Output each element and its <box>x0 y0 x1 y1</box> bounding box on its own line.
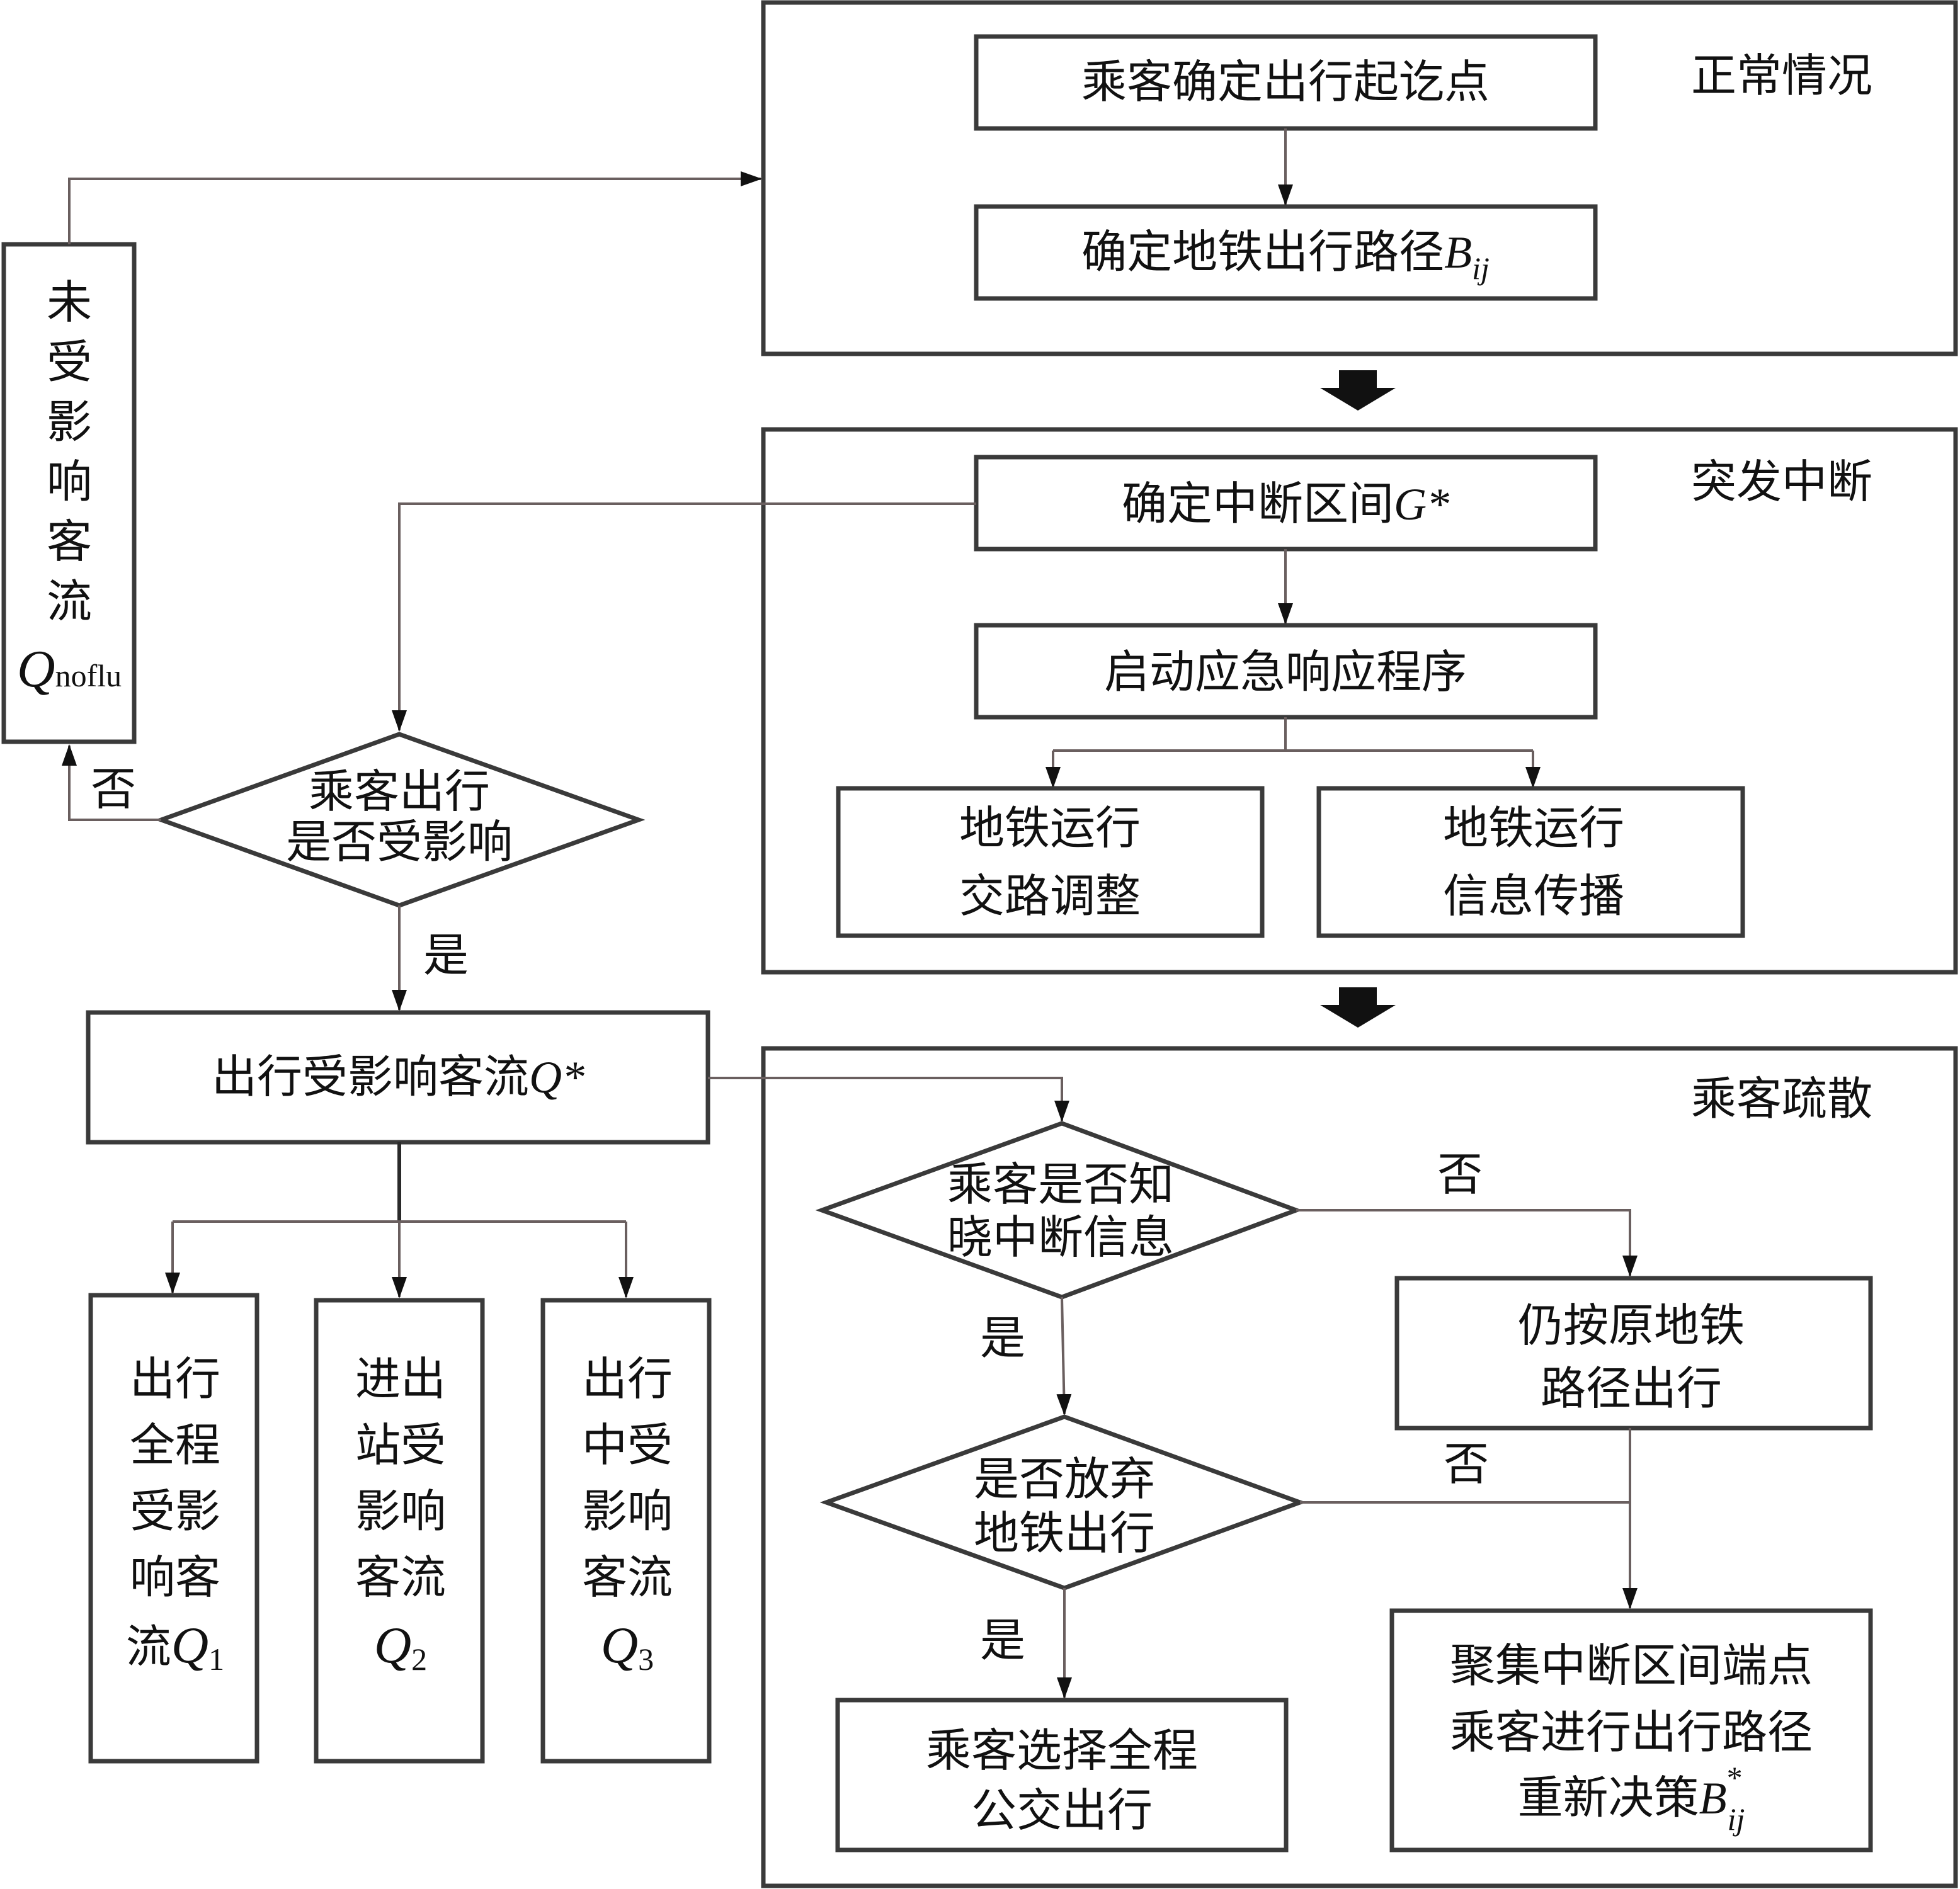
connector-emergency-split <box>1053 717 1533 752</box>
svg-text:Q3: Q3 <box>601 1616 654 1677</box>
svg-text:影响: 影响 <box>355 1485 446 1538</box>
arrow-know-no-to-keep <box>1296 1209 1638 1277</box>
arrow-know-yes-to-abandon <box>1056 1296 1072 1415</box>
node-emergency-text: 启动应急响应程序 <box>1104 645 1467 698</box>
node-q1 <box>88 1293 259 1764</box>
label-no-3: 否 <box>1444 1438 1489 1490</box>
node-q1-text: 出行 全程 受影 响客 流Q1 <box>126 1353 224 1677</box>
svg-text:受: 受 <box>47 336 92 389</box>
svg-text:流: 流 <box>47 575 92 628</box>
node-q3 <box>540 1298 712 1764</box>
decision-affected-line2: 是否受影响 <box>286 815 513 868</box>
svg-text:Q2: Q2 <box>374 1616 427 1677</box>
node-adjust <box>836 786 1265 938</box>
svg-text:响: 响 <box>47 455 92 508</box>
node-keep-line2: 路径出行 <box>1541 1362 1722 1415</box>
section-interruption-frame <box>761 427 1958 975</box>
node-redecide-line1: 聚集中断区间端点 <box>1450 1639 1813 1692</box>
svg-text:流Q1: 流Q1 <box>126 1616 224 1677</box>
decision-know-line2: 晓中断信息 <box>947 1211 1174 1264</box>
section-interruption-label: 突发中断 <box>1691 455 1872 508</box>
svg-text:站受: 站受 <box>355 1419 446 1472</box>
node-redecide-line2: 乘客进行出行路径 <box>1450 1706 1813 1759</box>
svg-text:Qnoflu: Qnoflu <box>17 640 122 698</box>
decision-know-line1: 乘客是否知 <box>947 1158 1174 1211</box>
section-evacuation-frame <box>761 1046 1958 1888</box>
node-redecide-line3: 重新决策B*ij <box>1518 1760 1745 1837</box>
node-affected-flow-text: 出行受影响客流Q* <box>212 1050 584 1103</box>
arrow-no-to-unaffected <box>62 744 161 821</box>
node-bus <box>835 1698 1289 1852</box>
svg-text:全程: 全程 <box>130 1419 220 1472</box>
arrow-unaffected-to-normal <box>68 171 762 244</box>
svg-text:未: 未 <box>47 276 92 329</box>
node-keep-route <box>1394 1276 1873 1431</box>
section-evacuation-label: 乘客疏散 <box>1691 1072 1872 1125</box>
label-no-2: 否 <box>1437 1148 1483 1201</box>
decision-abandon-line1: 是否放弃 <box>974 1453 1155 1506</box>
node-adjust-line1: 地铁运行 <box>959 802 1141 854</box>
node-affected-flow <box>86 1010 710 1145</box>
node-q2-text: 进出 站受 影响 客流 Q2 <box>355 1353 446 1677</box>
svg-text:出行: 出行 <box>582 1353 673 1405</box>
node-od-text: 乘客确定出行起讫点 <box>1081 55 1490 108</box>
node-route <box>974 204 1598 301</box>
node-q2 <box>314 1298 485 1764</box>
stage-arrow-2-icon <box>1320 987 1396 1028</box>
svg-text:响客: 响客 <box>130 1551 220 1604</box>
svg-text:客流: 客流 <box>355 1551 446 1604</box>
node-interval <box>974 455 1598 552</box>
decision-abandon-line2: 地铁出行 <box>974 1507 1155 1560</box>
node-q3-text: 出行 中受 影响 客流 Q3 <box>582 1353 673 1677</box>
svg-text:中受: 中受 <box>582 1419 673 1472</box>
node-redecide <box>1389 1608 1873 1852</box>
node-keep-line1: 仍按原地铁 <box>1518 1299 1745 1352</box>
stage-arrow-1-icon <box>1320 370 1396 411</box>
section-normal-frame <box>761 0 1958 356</box>
node-bus-line1: 乘客选择全程 <box>926 1724 1198 1777</box>
svg-text:出行: 出行 <box>130 1353 220 1405</box>
svg-text:受影: 受影 <box>130 1485 220 1538</box>
node-info <box>1316 786 1745 938</box>
svg-text:影响: 影响 <box>582 1485 673 1538</box>
arrow-interval-to-decision <box>392 502 976 732</box>
label-no-1: 否 <box>91 763 136 815</box>
svg-text:客: 客 <box>47 515 92 568</box>
svg-text:影: 影 <box>47 395 92 448</box>
svg-text:进出: 进出 <box>355 1353 446 1405</box>
svg-text:客流: 客流 <box>582 1551 673 1604</box>
label-yes-1: 是 <box>423 929 469 982</box>
decision-affected-line1: 乘客出行 <box>309 765 490 818</box>
label-yes-2: 是 <box>980 1312 1025 1364</box>
node-unaffected-text: 未 受 影 响 客 流 Qnoflu <box>17 276 122 698</box>
node-info-line1: 地铁运行 <box>1443 802 1624 854</box>
node-interval-text: 确定中断区间G* <box>1122 477 1449 530</box>
node-adjust-line2: 交路调整 <box>959 870 1141 922</box>
node-od <box>974 34 1598 131</box>
node-route-text: 确定地铁出行路径Bij <box>1081 225 1490 286</box>
node-info-line2: 信息传播 <box>1443 870 1624 922</box>
node-bus-line2: 公交出行 <box>971 1784 1153 1837</box>
label-yes-3: 是 <box>980 1614 1025 1667</box>
arrow-affected-to-know <box>708 1077 1069 1122</box>
section-normal-label: 正常情况 <box>1691 49 1872 102</box>
